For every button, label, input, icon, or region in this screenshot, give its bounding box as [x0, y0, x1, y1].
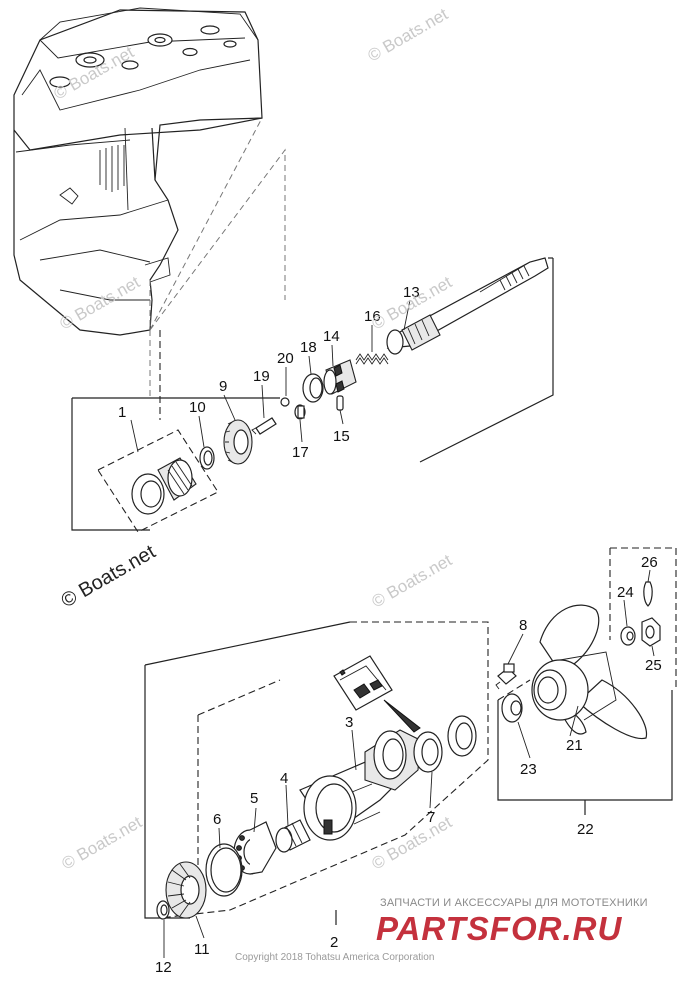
label-19: 19 [253, 368, 270, 385]
part-11-reverse-gear [165, 861, 207, 919]
label-23: 23 [520, 761, 537, 778]
label-2: 2 [330, 934, 338, 951]
upper-assembly-frame [71, 257, 554, 531]
part-8-bolt [495, 663, 517, 690]
part-13-propeller-shaft [386, 257, 549, 355]
part-9-gear [223, 419, 253, 465]
label-1: 1 [118, 404, 126, 421]
shop-caption: ЗАПЧАСТИ И АКСЕССУАРЫ ДЛЯ МОТОТЕХНИКИ [380, 897, 648, 909]
watermark-5: © Boats.net [369, 550, 456, 611]
part-15-pin [336, 395, 344, 411]
label-21: 21 [566, 737, 583, 754]
part-20-ball [280, 397, 290, 407]
part-24-washer [620, 626, 636, 646]
label-25: 25 [645, 657, 662, 674]
label-7: 7 [427, 809, 435, 826]
watermark-6: © Boats.net [59, 812, 146, 873]
label-12: 12 [155, 959, 172, 976]
label-20: 20 [277, 350, 294, 367]
part-17-pin [294, 404, 306, 420]
label-3: 3 [345, 714, 353, 731]
label-13: 13 [403, 284, 420, 301]
shop-brand-logo: PARTSFOR.RU [376, 910, 622, 947]
part-14-clutch [323, 359, 357, 395]
label-17: 17 [292, 444, 309, 461]
part-18-ring [302, 373, 324, 403]
copyright-text: Copyright 2018 Tohatsu America Corporati… [235, 952, 434, 963]
part-26-cotter-pin [643, 581, 653, 607]
label-8: 8 [519, 617, 527, 634]
label-9: 9 [219, 378, 227, 395]
label-11: 11 [194, 941, 210, 958]
part-19-push-rod [251, 417, 277, 435]
label-5: 5 [250, 790, 258, 807]
part-7-bearings [413, 715, 477, 773]
part-23-thrust-bushing [501, 693, 523, 723]
watermark-2: © Boats.net [365, 4, 452, 65]
label-26: 26 [641, 554, 658, 571]
part-25-prop-nut [641, 617, 661, 647]
part-4-needle-bearing [275, 819, 311, 853]
footer: ЗАПЧАСТИ И АКСЕССУАРЫ ДЛЯ МОТОТЕХНИКИ PA… [235, 897, 648, 963]
nut-kit-frame [609, 547, 677, 690]
label-15: 15 [333, 428, 350, 445]
reference-lines [149, 117, 286, 420]
part-3-bearing-carrier [299, 729, 421, 841]
label-24: 24 [617, 584, 634, 601]
part-6-o-ring [205, 843, 243, 897]
part-10-shim [199, 446, 215, 470]
part-number-labels: 1 2 3 4 5 6 7 8 9 10 11 12 13 14 15 16 1… [118, 284, 662, 976]
label-18: 18 [300, 339, 317, 356]
watermark-main: © Boats.net [58, 541, 160, 613]
label-10: 10 [189, 399, 206, 416]
label-4: 4 [280, 770, 288, 787]
part-1-bearing-assembly [97, 429, 219, 533]
part-16-spring [355, 353, 389, 365]
label-14: 14 [323, 328, 340, 345]
label-6: 6 [213, 811, 221, 828]
watermark-3: © Boats.net [57, 272, 144, 333]
part-12-shim [156, 900, 170, 920]
detail-inset [333, 655, 421, 733]
watermark-7: © Boats.net [369, 812, 456, 873]
leader-lines [130, 299, 655, 958]
part-21-propeller [531, 604, 648, 740]
label-16: 16 [364, 308, 381, 325]
gear-case-housing [13, 7, 263, 336]
propeller-assembly-frame [497, 679, 673, 815]
label-22: 22 [577, 821, 594, 838]
part-5-ball-bearing [233, 821, 277, 875]
